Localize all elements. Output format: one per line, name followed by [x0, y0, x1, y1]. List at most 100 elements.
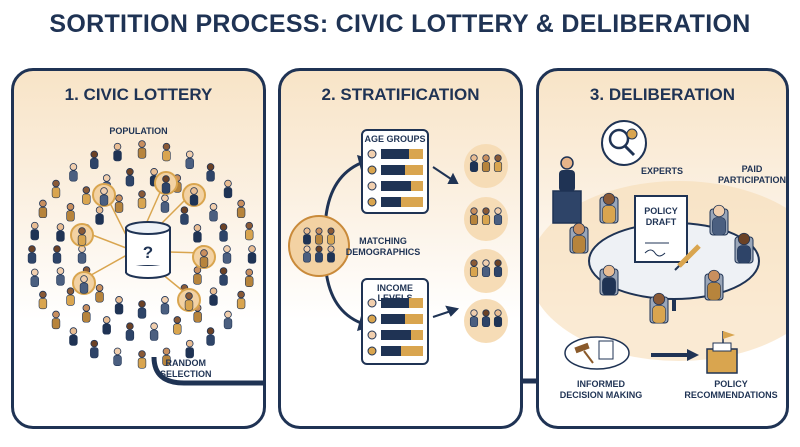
person-icon — [173, 316, 182, 335]
person-icon — [27, 245, 37, 264]
person-icon — [481, 154, 491, 173]
person-icon — [303, 245, 311, 263]
policy-doc-line-2: DRAFT — [646, 217, 677, 227]
person-icon — [469, 154, 479, 173]
person-icon — [469, 207, 479, 226]
person-icon — [125, 168, 135, 187]
person-icon — [245, 221, 254, 241]
person-icon — [469, 259, 479, 278]
person-icon — [481, 259, 491, 278]
population-illustration: ? — [27, 140, 263, 386]
person-icon — [82, 186, 91, 205]
person-icon — [90, 150, 99, 169]
panel-heading: 3. DELIBERATION — [589, 85, 736, 104]
person-icon — [219, 267, 228, 286]
person-icon — [69, 327, 78, 346]
person-icon — [52, 245, 62, 264]
person-icon — [95, 206, 104, 225]
person-icon — [38, 199, 48, 219]
person-icon — [206, 163, 215, 182]
person-icon — [572, 222, 586, 254]
magnifier-gear-icon — [601, 120, 647, 166]
person-icon — [206, 327, 215, 346]
person-icon — [125, 322, 135, 341]
age-groups-card: AGE GROUPS — [361, 129, 429, 214]
person-icon — [51, 310, 61, 330]
person-icon — [137, 190, 147, 209]
pen-icon — [674, 244, 701, 271]
person-icon — [737, 232, 751, 264]
person-icon — [51, 179, 61, 199]
person-icon — [327, 245, 335, 263]
person-icon — [493, 259, 503, 278]
person-icon — [69, 163, 78, 182]
person-icon — [493, 207, 503, 226]
person-icon — [56, 267, 65, 286]
person-icon — [193, 224, 202, 243]
person-icon — [113, 347, 122, 366]
cylinder-icon — [125, 221, 171, 279]
person-icon — [184, 292, 194, 311]
person-icon — [481, 207, 491, 226]
person-icon — [99, 187, 109, 206]
person-icon — [82, 304, 91, 323]
person-icon — [707, 269, 721, 301]
gavel-icon — [564, 336, 630, 370]
person-icon — [30, 221, 39, 241]
panel-heading: 2. STRATIFICATION — [321, 85, 480, 104]
person-icon — [77, 245, 87, 264]
person-icon — [79, 275, 89, 294]
person-icon — [199, 249, 209, 268]
person-icon — [222, 245, 232, 264]
person-icon — [193, 266, 202, 285]
policy-doc-line-1: POLICY — [644, 206, 678, 216]
person-icon — [315, 227, 323, 245]
deliberation-illustration: POLICY DRAFT — [539, 120, 786, 374]
person-icon — [185, 339, 194, 359]
person-icon — [56, 223, 65, 242]
person-icon — [66, 203, 75, 222]
person-icon — [160, 296, 170, 315]
person-icon — [38, 290, 48, 310]
person-icon — [162, 142, 171, 162]
person-icon — [137, 140, 147, 159]
person-icon — [303, 227, 311, 245]
page-title: SORTITION PROCESS: CIVIC LOTTERY & DELIB… — [49, 10, 751, 38]
ballot-box-icon — [706, 331, 738, 374]
person-icon — [236, 290, 246, 310]
person-icon — [652, 292, 666, 324]
person-icon — [602, 192, 616, 224]
person-icon — [712, 204, 726, 236]
person-icon — [236, 199, 246, 219]
person-icon — [137, 350, 147, 369]
person-icon — [114, 296, 124, 315]
income-levels-card: INCOME LEVELS — [361, 278, 429, 365]
person-icon — [247, 245, 257, 264]
person-icon — [180, 206, 189, 225]
person-icon — [481, 309, 491, 328]
person-icon — [137, 300, 147, 319]
panel-heading: 1. CIVIC LOTTERY — [64, 85, 213, 104]
lottery-symbol: ? — [143, 243, 153, 262]
person-icon — [185, 150, 194, 169]
person-icon — [102, 316, 111, 335]
person-icon — [315, 245, 323, 263]
person-icon — [219, 223, 228, 242]
person-icon — [493, 154, 503, 173]
deliberation-panel: 3. DELIBERATION POLICY DRAFT — [536, 68, 789, 429]
person-icon — [114, 194, 124, 213]
person-icon — [245, 268, 254, 287]
person-icon — [160, 194, 170, 213]
person-icon — [493, 309, 503, 328]
person-icon — [602, 264, 616, 296]
experts-label: EXPERTS — [641, 166, 684, 176]
person-icon — [66, 287, 75, 306]
person-icon — [162, 347, 171, 366]
person-icon — [209, 287, 218, 306]
